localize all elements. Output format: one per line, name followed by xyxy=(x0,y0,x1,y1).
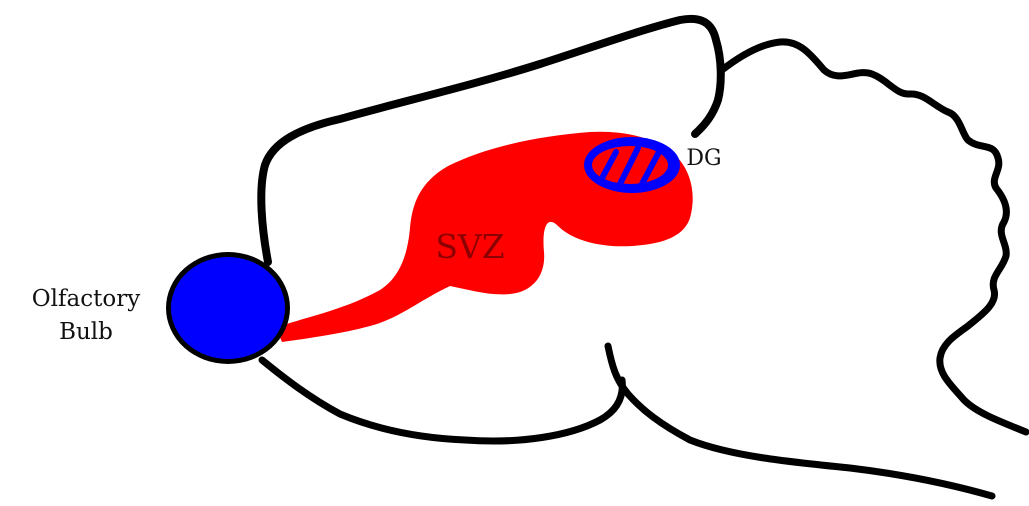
olfactory-label-line2: Bulb xyxy=(59,319,113,345)
olfactory-bulb-fill xyxy=(171,257,285,359)
brainstem-outline xyxy=(608,346,992,496)
dg-label: DG xyxy=(686,146,721,171)
olfactory-label-line1: Olfactory xyxy=(32,286,140,312)
ventral-outline xyxy=(262,360,622,441)
svz-label: SVZ xyxy=(435,227,504,266)
cerebellum-outline xyxy=(722,42,1026,432)
